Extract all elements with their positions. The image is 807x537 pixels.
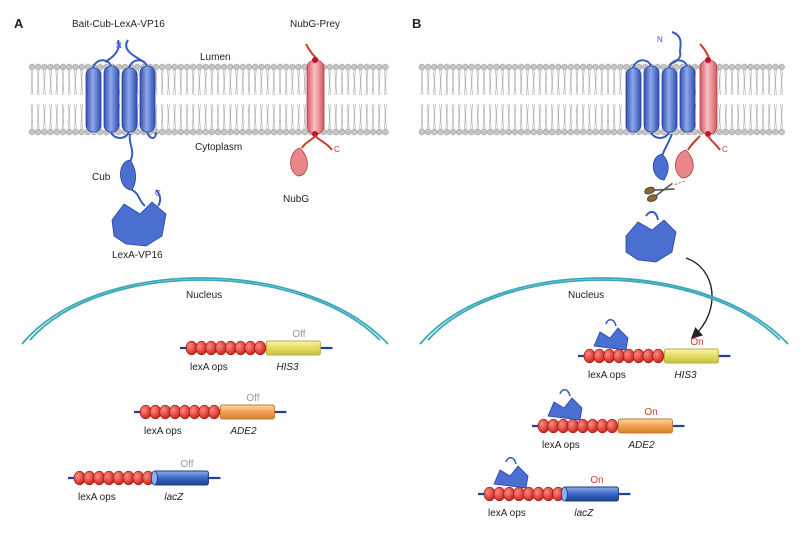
bait-protein-a: [85, 39, 167, 247]
reporter-gene-box: [219, 404, 275, 420]
reporter-gene-box: [663, 348, 719, 364]
panel-a-letter: A: [14, 16, 24, 31]
protease-scissors-icon: [644, 180, 685, 202]
reporter-gene-label: ADE2: [229, 426, 257, 437]
prey-protein-a: [290, 43, 333, 177]
reporter-construct: lexA ops ADE2 On: [532, 388, 685, 451]
lexa-operator: [254, 340, 267, 356]
nubg-label: NubG: [283, 194, 309, 205]
reporter-gene-label: lacZ: [574, 508, 594, 519]
reporter-construct: lexA ops HIS3 On: [578, 318, 731, 381]
cub-label: Cub: [92, 172, 111, 183]
nucleus-envelope-a: [21, 277, 389, 345]
reporter-construct: lexA ops HIS3 Off: [180, 329, 333, 373]
membrane-a: [28, 63, 389, 136]
reporter-state-label: On: [644, 407, 657, 418]
lexa-ops-label: lexA ops: [542, 440, 580, 451]
lexa-ops-label: lexA ops: [78, 492, 116, 503]
cytoplasm-label: Cytoplasm: [195, 142, 242, 153]
reporter-gene-box: [153, 470, 209, 486]
nucleus-label-a: Nucleus: [186, 290, 222, 301]
nucleus-label-b: Nucleus: [568, 290, 604, 301]
n-terminus-a: N: [116, 41, 122, 50]
prey-label: NubG-Prey: [290, 19, 340, 30]
reporter-state-label: On: [690, 337, 703, 348]
reporter-gene-label: ADE2: [627, 440, 655, 451]
translocation-arrow: [685, 257, 713, 339]
lumen-label: Lumen: [200, 52, 231, 63]
bait-label: Bait-Cub-LexA-VP16: [72, 19, 165, 30]
bait-prey-complex-b: [625, 31, 721, 181]
lexa-operator: [208, 404, 221, 420]
reporter-gene-label: HIS3: [276, 362, 299, 373]
nucleus-envelope-b: [419, 277, 789, 345]
membrane-b: [418, 63, 785, 136]
lexa-ops-label: lexA ops: [588, 370, 626, 381]
reporter-state-label: On: [590, 475, 603, 486]
reporter-gene-label: lacZ: [164, 492, 184, 503]
reporter-construct: lexA ops ADE2 Off: [134, 393, 287, 437]
panel-b-letter: B: [412, 16, 421, 31]
c-terminus-prey-a: C: [334, 145, 340, 154]
reporter-gene-label: HIS3: [674, 370, 697, 381]
lexa-operator: [606, 418, 619, 434]
lexa-vp16-label: LexA-VP16: [112, 250, 163, 261]
lexa-operator: [652, 348, 665, 364]
lexa-ops-label: lexA ops: [488, 508, 526, 519]
reporter-state-label: Off: [246, 393, 259, 404]
lexa-ops-label: lexA ops: [190, 362, 228, 373]
reporter-gene-box: [617, 418, 673, 434]
c-terminus-b: C: [722, 145, 728, 154]
reporter-state-label: Off: [180, 459, 193, 470]
reporter-construct: lexA ops lacZ Off: [68, 459, 221, 503]
reporter-construct: lexA ops lacZ On: [478, 456, 631, 519]
released-lexa-vp16: [625, 210, 677, 263]
reporter-gene-box: [265, 340, 321, 356]
reporter-gene-box: [563, 486, 619, 502]
n-terminus-b: N: [657, 35, 663, 44]
c-terminus-bait-a: C: [155, 189, 161, 198]
reporter-state-label: Off: [292, 329, 305, 340]
lexa-ops-label: lexA ops: [144, 426, 182, 437]
